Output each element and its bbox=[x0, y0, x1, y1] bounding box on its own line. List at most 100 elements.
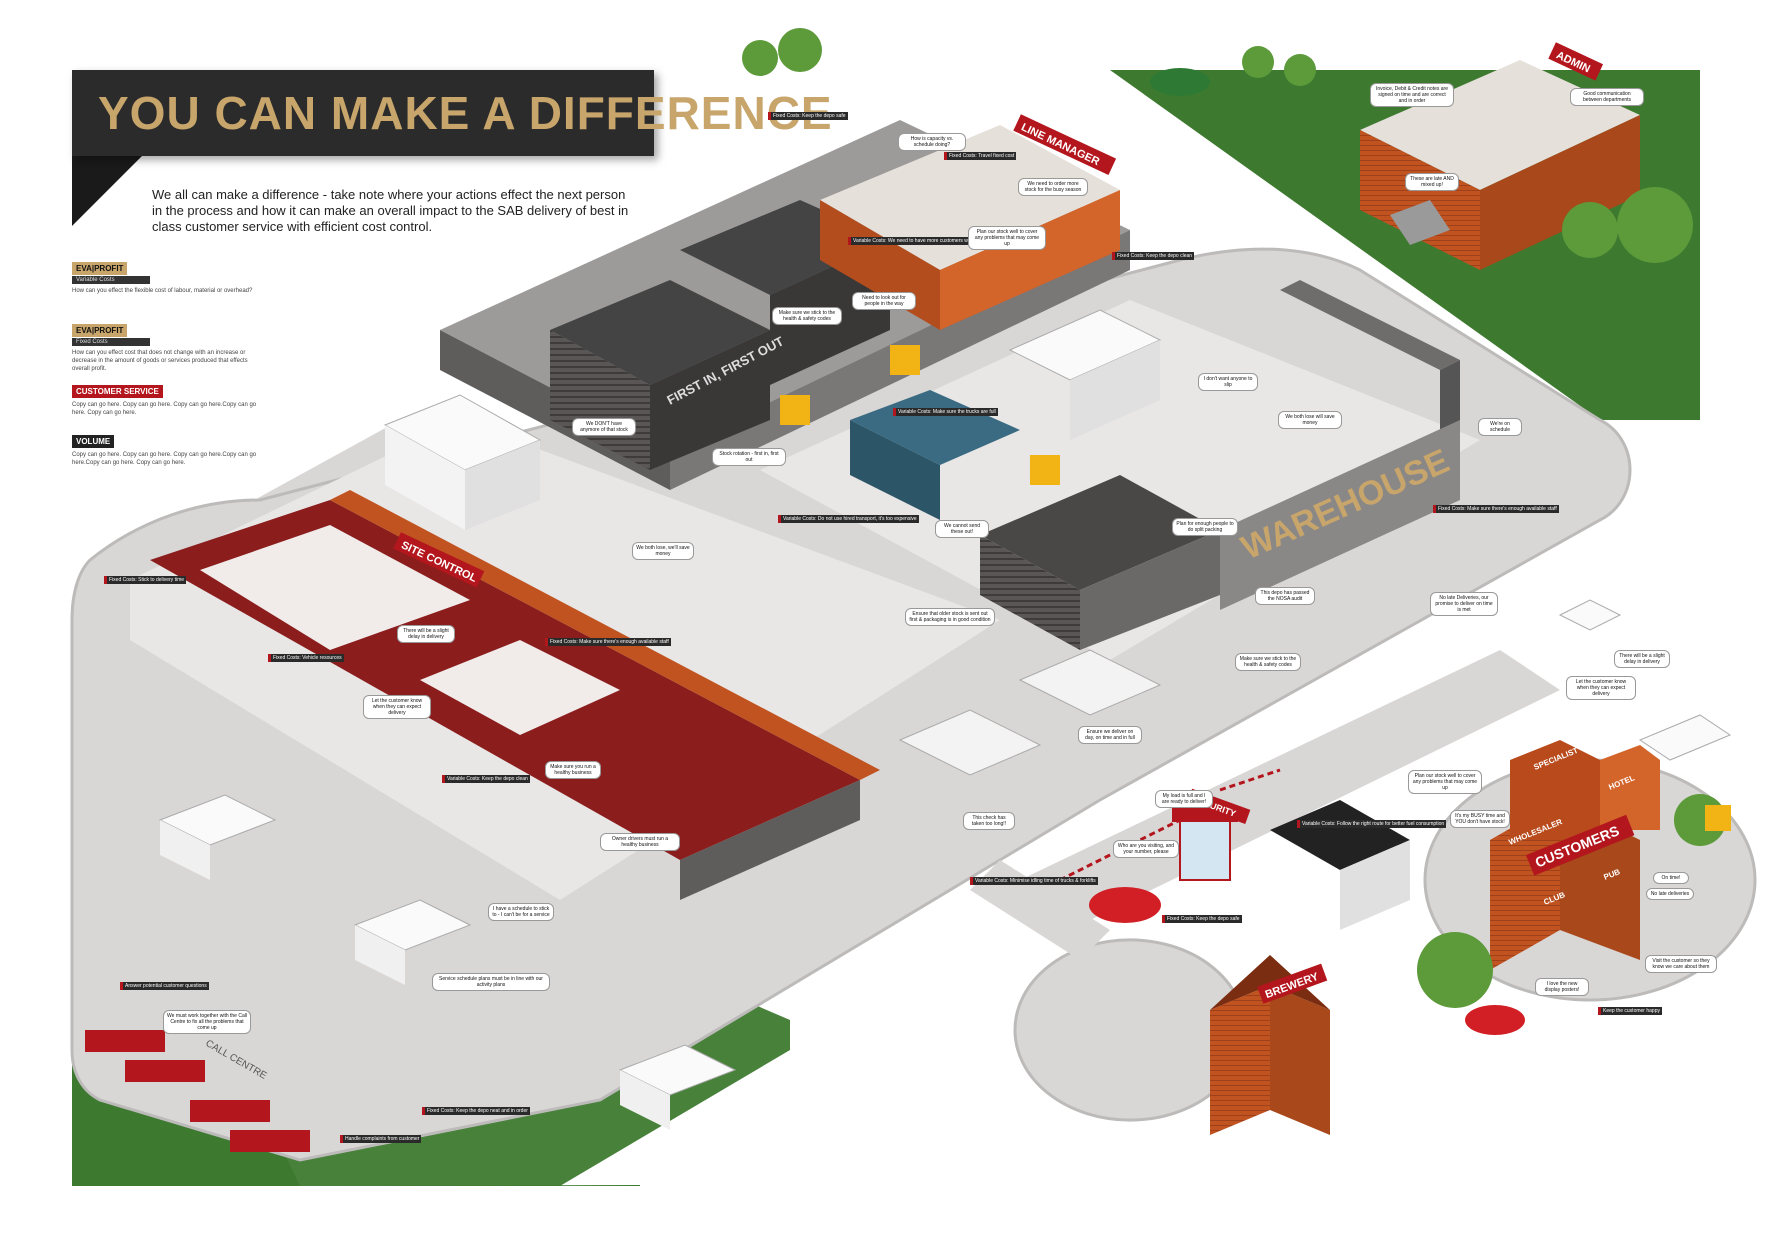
page-title: YOU CAN MAKE A DIFFERENCE bbox=[98, 87, 833, 139]
truck-black bbox=[1270, 800, 1410, 930]
speech-bubble: It's my BUSY time and YOU don't have sto… bbox=[1450, 810, 1510, 828]
legend-tag: CUSTOMER SERVICE bbox=[72, 385, 163, 398]
legend-desc: Copy can go here. Copy can go here. Copy… bbox=[72, 452, 257, 466]
speech-bubble: Plan for enough people to do split packi… bbox=[1172, 518, 1238, 536]
speech-bubble: Ensure that older stock is sent out firs… bbox=[905, 608, 995, 626]
trucks-loading-bay bbox=[898, 649, 1162, 776]
note-card: Answer potential customer questions bbox=[120, 982, 209, 990]
site-control-back-wall bbox=[330, 490, 880, 780]
speech-bubble: Good communication between departments bbox=[1570, 88, 1644, 106]
note-card: Variable Costs: Follow the right route f… bbox=[1297, 820, 1447, 828]
speech-bubble: My load is full and I are ready to deliv… bbox=[1155, 790, 1213, 808]
red-car-security bbox=[1089, 887, 1161, 923]
legend-volume: VOLUME Copy can go here. Copy can go her… bbox=[72, 435, 262, 467]
call-centre-desks bbox=[85, 1030, 310, 1152]
warehouse-stack bbox=[980, 475, 1220, 590]
speech-bubble: Plan our stock well to cover any problem… bbox=[968, 226, 1046, 250]
brewery-wall-front bbox=[1210, 985, 1270, 1135]
admin-wall-front bbox=[1360, 130, 1480, 270]
note-card: Fixed Costs: Stick to delivery time bbox=[104, 576, 187, 584]
forklifts bbox=[780, 345, 1731, 831]
speech-bubble: We're on schedule bbox=[1478, 418, 1522, 436]
speech-bubble: How is capacity vs. schedule doing? bbox=[898, 133, 966, 151]
speech-bubble: We both lose, we'll save money bbox=[632, 542, 694, 560]
legend-customer-service: CUSTOMER SERVICE Copy can go here. Copy … bbox=[72, 385, 262, 417]
speech-bubble: This depo has passed the NOSA audit bbox=[1255, 587, 1315, 605]
legend-sub: Fixed Costs bbox=[72, 338, 150, 346]
fifo-stack-1 bbox=[550, 280, 770, 385]
specialist-tower bbox=[1510, 740, 1600, 840]
note-card: Fixed Costs: Keep the depo safe bbox=[1162, 915, 1242, 923]
legend-variable-costs: EVA|PROFIT Variable Costs How can you ef… bbox=[72, 262, 262, 295]
speech-bubble: I don't want anyone to slip bbox=[1198, 373, 1258, 391]
title-tail bbox=[72, 156, 142, 226]
truck-bottom-middle bbox=[353, 899, 472, 985]
speech-bubble: These are late AND mixed up! bbox=[1405, 173, 1459, 191]
speech-bubble: Make sure we stick to the health & safet… bbox=[772, 307, 842, 325]
brewery-wall-side bbox=[1270, 985, 1330, 1135]
speech-bubble: We need to order more stock for the busy… bbox=[1018, 178, 1088, 196]
note-card: Fixed Costs: Keep the depo neat and in o… bbox=[422, 1107, 530, 1115]
customers-wall-front bbox=[1490, 800, 1560, 970]
speech-bubble: Plan our stock well to cover any problem… bbox=[1408, 770, 1482, 794]
truck-white-center bbox=[1008, 309, 1162, 440]
title-banner: YOU CAN MAKE A DIFFERENCE bbox=[72, 70, 832, 156]
line-manager-office-floor bbox=[820, 125, 1120, 270]
speech-bubble: We must work together with the Call Cent… bbox=[163, 1010, 251, 1034]
fifo-stack-1-side bbox=[650, 330, 770, 470]
legend-desc: Copy can go here. Copy can go here. Copy… bbox=[72, 402, 257, 416]
truck-bottom-front bbox=[618, 1044, 737, 1130]
note-card: Variable Costs: Do not use hired transpo… bbox=[778, 515, 919, 523]
speech-bubble: Ensure we deliver on day, on time and in… bbox=[1078, 726, 1142, 744]
warehouse-back-wall bbox=[1280, 280, 1460, 370]
speech-bubble: Let the customer know when they can expe… bbox=[1566, 676, 1636, 700]
note-card: Keep the customer happy bbox=[1598, 1007, 1662, 1015]
speech-bubble: Stock rotation - first in, first out bbox=[712, 448, 786, 466]
speech-bubble: Let the customer know when they can expe… bbox=[363, 695, 431, 719]
truck-top-left bbox=[383, 394, 542, 530]
warehouse-stack-side bbox=[1080, 530, 1220, 650]
admin-wall-side bbox=[1480, 115, 1640, 270]
speech-bubble: This check has taken too long!! bbox=[963, 812, 1015, 830]
legend-sub: Variable Costs bbox=[72, 276, 150, 284]
security-booth bbox=[1179, 819, 1231, 881]
note-card: Fixed Costs: Vehicle resources bbox=[268, 654, 344, 662]
legend-fixed-costs: EVA|PROFIT Fixed Costs How can you effec… bbox=[72, 324, 262, 373]
speech-bubble: We both lose will save money bbox=[1278, 411, 1342, 429]
speech-bubble: No late deliveries bbox=[1646, 888, 1694, 900]
speech-bubble: I have a schedule to stick to - I can't … bbox=[488, 903, 554, 921]
speech-bubble: On time! bbox=[1653, 872, 1689, 884]
hotel-tower bbox=[1600, 745, 1660, 830]
intro-text: We all can make a difference - take note… bbox=[152, 187, 629, 234]
speech-bubble: Make sure you run a healthy business bbox=[545, 761, 601, 779]
note-card: Variable Costs: Make sure the trucks are… bbox=[893, 408, 998, 416]
speech-bubble: We cannot send these out! bbox=[935, 520, 989, 538]
trees bbox=[742, 28, 1726, 1008]
legend-tag: EVA|PROFIT bbox=[72, 324, 128, 337]
note-card: Handle complaints from customer bbox=[340, 1135, 422, 1143]
note-card: Fixed Costs: Keep the depo safe bbox=[768, 112, 848, 120]
speech-bubble: Need to look out for people in the way bbox=[852, 292, 916, 310]
site-control-front-wall bbox=[680, 780, 860, 900]
speech-bubble: We DON'T have anymore of that stock bbox=[572, 418, 636, 436]
truck-bottom-left bbox=[158, 794, 277, 880]
speech-bubble: Visit the customer so they know we care … bbox=[1645, 955, 1717, 973]
admin-steps bbox=[1390, 200, 1450, 245]
warehouse-stack-front bbox=[980, 535, 1080, 650]
note-card: Fixed Costs: Travel fixed cost bbox=[944, 152, 1017, 160]
note-card: Fixed Costs: Make sure there's enough av… bbox=[545, 638, 671, 646]
legend-tag: EVA|PROFIT bbox=[72, 262, 128, 275]
boom-gate-2 bbox=[1219, 768, 1281, 792]
warehouse-front-wall bbox=[1220, 420, 1460, 610]
boom-gate bbox=[1059, 818, 1181, 882]
site-control-room2 bbox=[420, 640, 620, 735]
red-car-customers bbox=[1465, 1005, 1525, 1035]
road-to-brewery bbox=[970, 860, 1110, 960]
speech-bubble: I love the new display posters! bbox=[1535, 978, 1589, 996]
line-manager-office-wall bbox=[940, 190, 1120, 330]
speech-bubble: There will be a slight delay in delivery bbox=[1614, 650, 1670, 668]
speech-bubble: Who are you visiting, and your number, p… bbox=[1113, 840, 1179, 858]
legend-desc: How can you effect the flexible cost of … bbox=[72, 288, 253, 294]
speech-bubble: Owner drivers must run a healthy busines… bbox=[600, 833, 680, 851]
